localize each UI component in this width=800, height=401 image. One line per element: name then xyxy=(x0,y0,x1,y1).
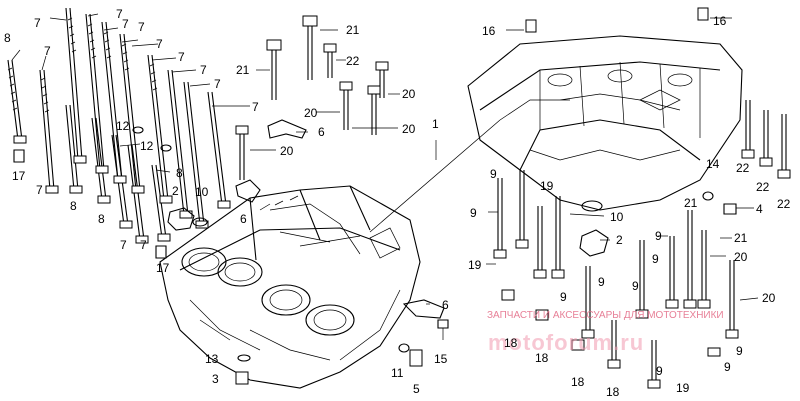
callout-18: 18 xyxy=(571,375,585,389)
callout-21: 21 xyxy=(734,231,748,245)
studs-22-group xyxy=(741,100,791,179)
callout-18: 18 xyxy=(504,336,518,350)
callout-19: 19 xyxy=(468,258,482,272)
callout-9: 9 xyxy=(490,167,497,181)
callout-9: 9 xyxy=(724,360,731,374)
callout-22: 22 xyxy=(777,197,791,211)
callout-7: 7 xyxy=(116,7,123,21)
callout-18: 18 xyxy=(606,385,620,399)
callout-5: 5 xyxy=(413,382,420,396)
callout-16: 16 xyxy=(713,14,727,28)
callout-9: 9 xyxy=(632,279,639,293)
callout-6: 6 xyxy=(442,298,449,312)
callout-12: 12 xyxy=(116,119,130,133)
callout-7: 7 xyxy=(120,238,127,252)
callout-10: 10 xyxy=(195,185,209,199)
callout-20: 20 xyxy=(402,122,416,136)
callout-4: 4 xyxy=(756,202,763,216)
callout-20: 20 xyxy=(402,87,416,101)
callout-11: 11 xyxy=(391,366,404,380)
callout-22: 22 xyxy=(346,54,360,68)
callout-20: 20 xyxy=(280,144,294,158)
callout-7: 7 xyxy=(36,183,43,197)
callout-21: 21 xyxy=(346,23,360,37)
callout-7: 7 xyxy=(200,63,207,77)
callout-6: 6 xyxy=(318,125,325,139)
callout-18: 18 xyxy=(535,351,549,365)
callout-9: 9 xyxy=(656,364,663,378)
callout-9: 9 xyxy=(652,252,659,266)
callout-3: 3 xyxy=(212,372,219,386)
callout-7: 7 xyxy=(140,238,147,252)
callout-8: 8 xyxy=(176,166,183,180)
callout-15: 15 xyxy=(434,352,448,366)
callout-17: 17 xyxy=(156,261,170,275)
callout-8: 8 xyxy=(4,31,11,45)
callout-8: 8 xyxy=(70,199,77,213)
watermark-text: ЗАПЧАСТИ И АКСЕССУАРЫ ДЛЯ МОТОТЕХНИКИ xyxy=(487,310,724,321)
callout-7: 7 xyxy=(178,50,185,64)
callout-20: 20 xyxy=(734,250,748,264)
callout-6: 6 xyxy=(240,212,247,226)
callout-13: 13 xyxy=(205,352,219,366)
callout-7: 7 xyxy=(156,37,163,51)
callout-2: 2 xyxy=(616,233,623,247)
callout-20: 20 xyxy=(304,106,318,120)
callout-1: 1 xyxy=(432,117,439,131)
callout-16: 16 xyxy=(482,24,496,38)
callout-7: 7 xyxy=(138,20,145,34)
callout-9: 9 xyxy=(736,344,743,358)
callout-22: 22 xyxy=(736,161,750,175)
upper-crankcase xyxy=(467,7,743,211)
callout-9: 9 xyxy=(598,275,605,289)
callout-21: 21 xyxy=(684,196,698,210)
callout-8: 8 xyxy=(98,212,105,226)
callout-7: 7 xyxy=(252,100,259,114)
callout-20: 20 xyxy=(762,291,776,305)
callout-21: 21 xyxy=(236,63,250,77)
callout-22: 22 xyxy=(756,180,770,194)
callout-17: 17 xyxy=(12,169,26,183)
callout-7: 7 xyxy=(214,77,221,91)
watermark-logo: motoforum.ru xyxy=(488,330,644,355)
upper-bolts-group xyxy=(235,15,400,203)
callout-7: 7 xyxy=(34,16,41,30)
callout-9: 9 xyxy=(655,229,662,243)
callout-9: 9 xyxy=(560,290,567,304)
callout-19: 19 xyxy=(540,179,554,193)
callout-9: 9 xyxy=(470,206,477,220)
small-parts-group xyxy=(167,207,449,385)
callout-2: 2 xyxy=(172,184,179,198)
lower-crankcase xyxy=(159,185,421,389)
callout-12: 12 xyxy=(140,139,154,153)
long-bolts-group xyxy=(7,7,250,259)
callout-10: 10 xyxy=(610,210,624,224)
callout-7: 7 xyxy=(122,17,129,31)
callout-7: 7 xyxy=(44,44,51,58)
leader-1b xyxy=(369,119,501,233)
callout-14: 14 xyxy=(706,157,720,171)
callout-19: 19 xyxy=(676,381,690,395)
callout-labels: 7 7 7 7 7 7 7 7 7 7 7 7 7 8 8 8 8 17 17 … xyxy=(4,7,791,399)
lower-bolts-group xyxy=(486,170,759,389)
